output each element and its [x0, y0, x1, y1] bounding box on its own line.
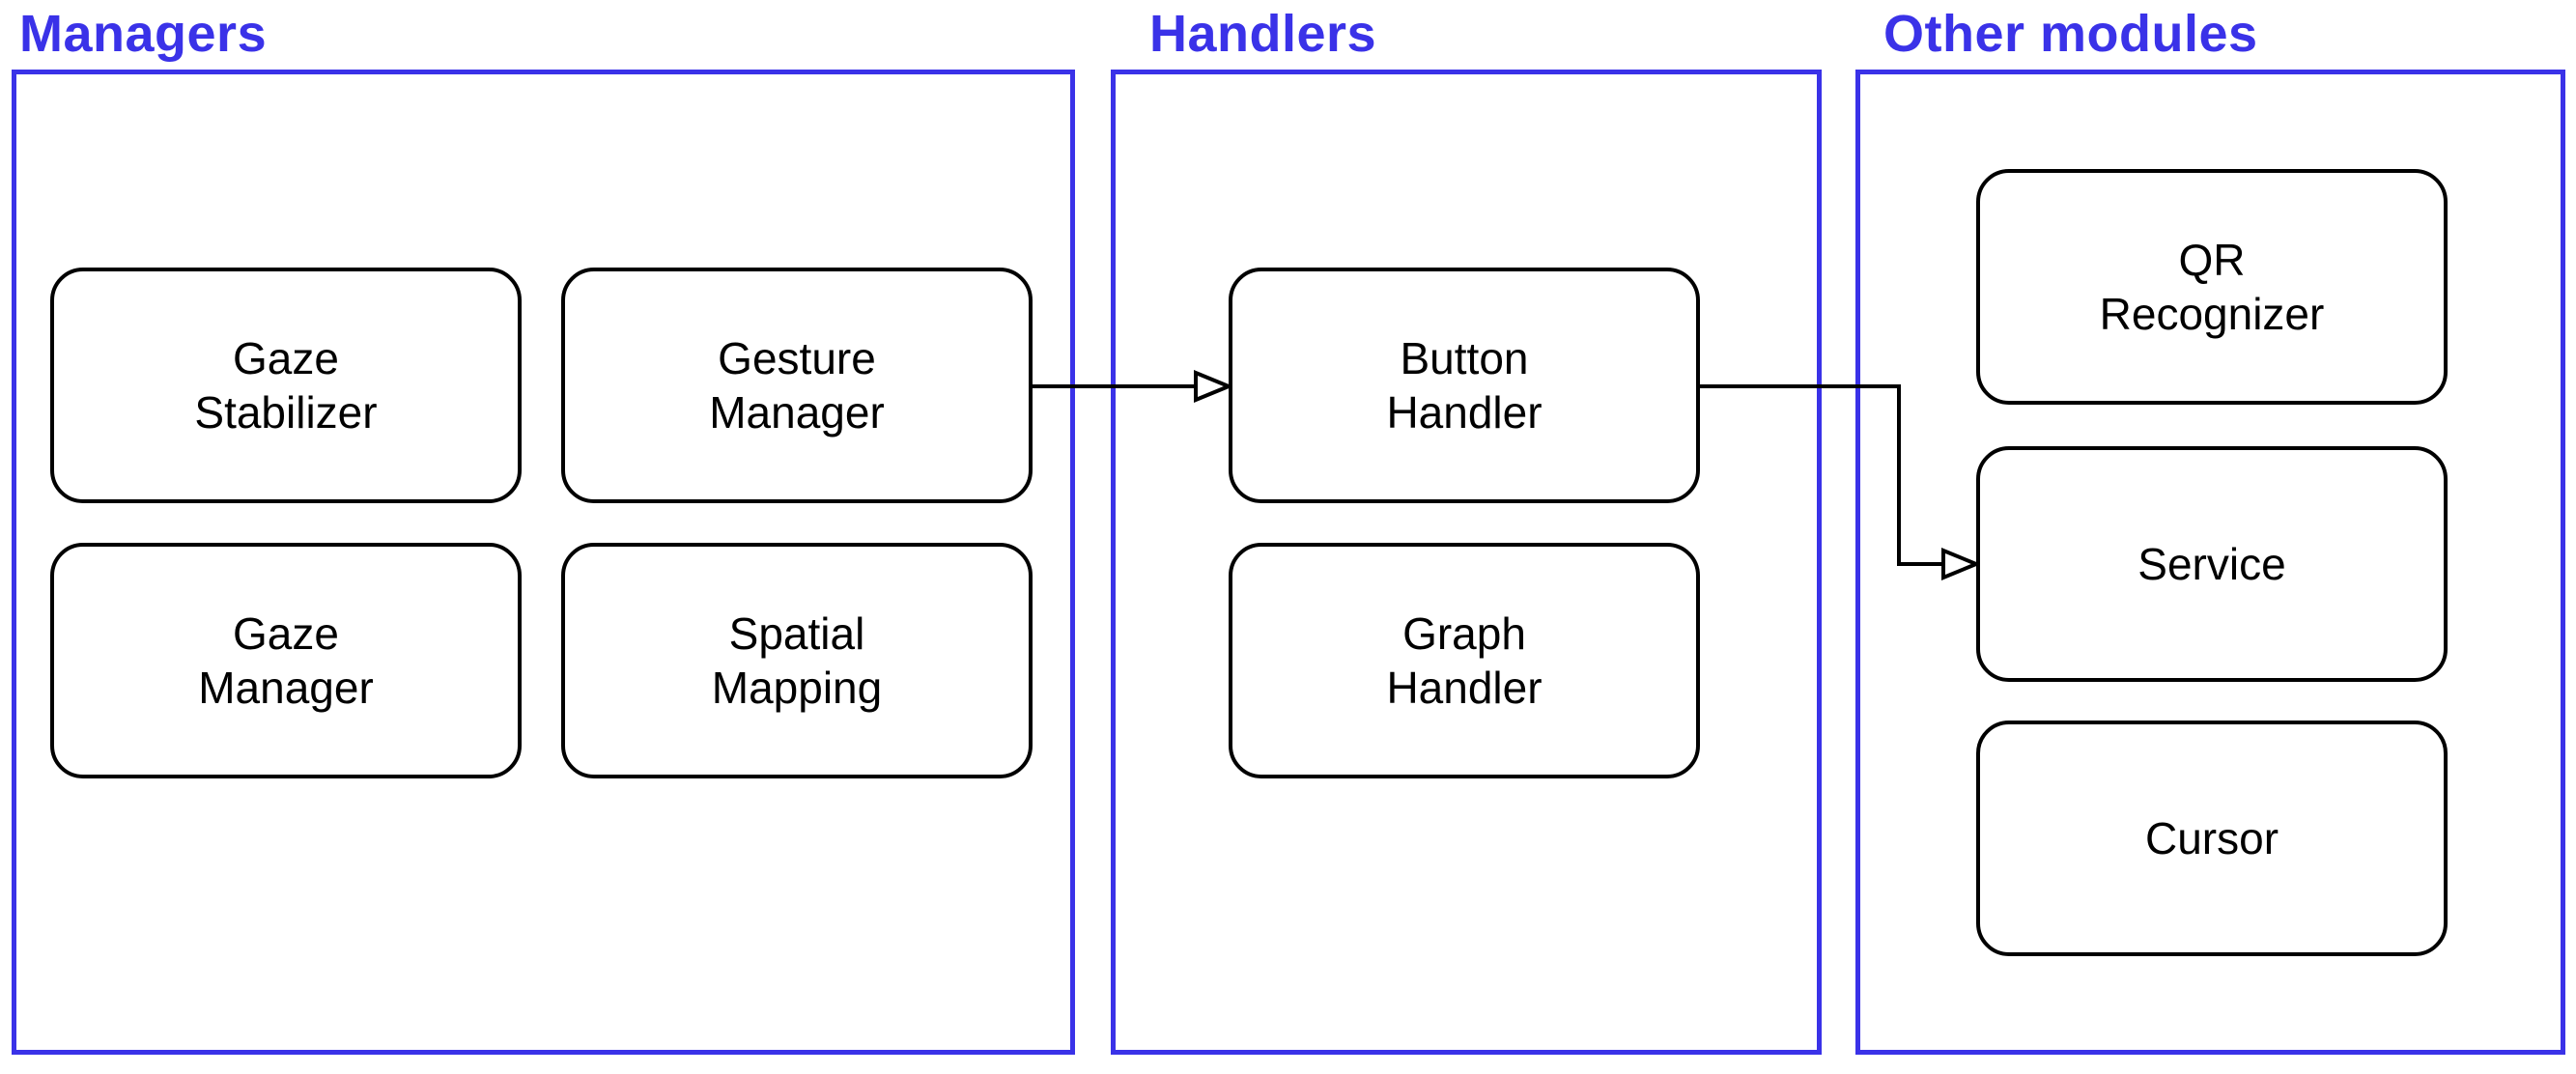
node-cursor[interactable]: Cursor — [1976, 721, 2448, 956]
node-gaze-stabilizer[interactable]: Gaze Stabilizer — [50, 268, 522, 503]
group-title-handlers: Handlers — [1149, 5, 1377, 63]
node-label: Gesture Manager — [709, 333, 885, 438]
node-label: Button Handler — [1386, 333, 1543, 438]
node-gaze-manager[interactable]: Gaze Manager — [50, 543, 522, 778]
node-service[interactable]: Service — [1976, 446, 2448, 682]
group-title-other-modules: Other modules — [1883, 5, 2258, 63]
node-label: Service — [2137, 539, 2286, 589]
node-qr-recognizer[interactable]: QR Recognizer — [1976, 169, 2448, 405]
node-label: Spatial Mapping — [711, 608, 883, 713]
node-label: QR Recognizer — [2099, 235, 2325, 339]
node-spatial-mapping[interactable]: Spatial Mapping — [561, 543, 1033, 778]
group-title-managers: Managers — [19, 5, 268, 63]
group-managers — [12, 70, 1075, 1055]
node-label: Gaze Manager — [198, 608, 374, 713]
node-gesture-manager[interactable]: Gesture Manager — [561, 268, 1033, 503]
node-graph-handler[interactable]: Graph Handler — [1229, 543, 1700, 778]
node-label: Gaze Stabilizer — [194, 333, 378, 438]
node-button-handler[interactable]: Button Handler — [1229, 268, 1700, 503]
node-label: Cursor — [2144, 813, 2279, 863]
node-label: Graph Handler — [1386, 608, 1543, 713]
